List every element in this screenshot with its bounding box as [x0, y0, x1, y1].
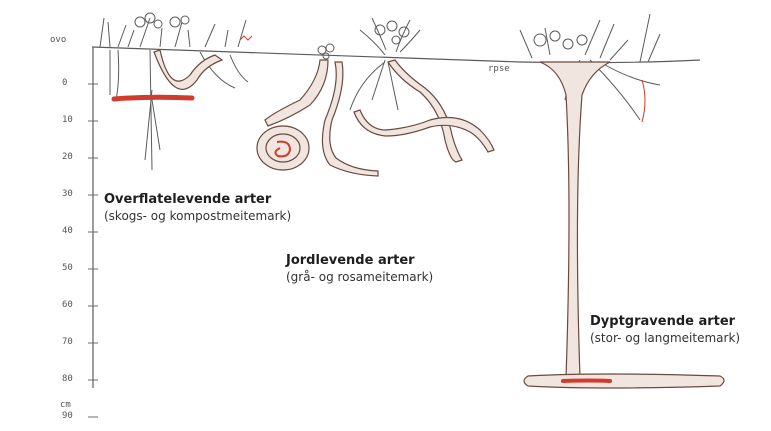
depth-tick-label: 30 [62, 189, 73, 199]
depth-tick-label: 70 [62, 337, 73, 347]
category-soil-subtitle: (grå- og rosameitemark) [286, 270, 433, 284]
depth-tick-label: 50 [62, 263, 73, 273]
depth-tick-label: 20 [62, 152, 73, 162]
soil-note-label: rpse [488, 64, 510, 74]
depth-unit-label: cm [60, 400, 71, 410]
category-surface-title: Overflatelevende arter [104, 192, 291, 207]
coiled-worm [257, 126, 309, 170]
depth-tick-label: 90 [62, 411, 73, 421]
category-deep-subtitle: (stor- og langmeitemark) [590, 331, 740, 345]
deep-worm-red [563, 381, 610, 382]
depth-tick-label: 10 [62, 115, 73, 125]
category-soil-title: Jordlevende arter [286, 253, 433, 268]
depth-tick-label: 80 [62, 374, 73, 384]
category-surface-subtitle: (skogs- og kompostmeitemark) [104, 209, 291, 223]
category-deep: Dyptgravende arter (stor- og langmeitema… [590, 314, 740, 345]
category-deep-title: Dyptgravende arter [590, 314, 740, 329]
category-soil: Jordlevende arter (grå- og rosameitemark… [286, 253, 433, 284]
surface-dwellers-plants [100, 13, 248, 170]
surface-worm-red [114, 97, 192, 99]
soil-surface-line [92, 47, 700, 63]
depth-tick-label: 60 [62, 300, 73, 310]
depth-tick-label: 40 [62, 226, 73, 236]
category-surface: Overflatelevende arter (skogs- og kompos… [104, 192, 291, 223]
surface-level-label: ovo [50, 35, 66, 45]
depth-tick-label: 0 [62, 78, 67, 88]
